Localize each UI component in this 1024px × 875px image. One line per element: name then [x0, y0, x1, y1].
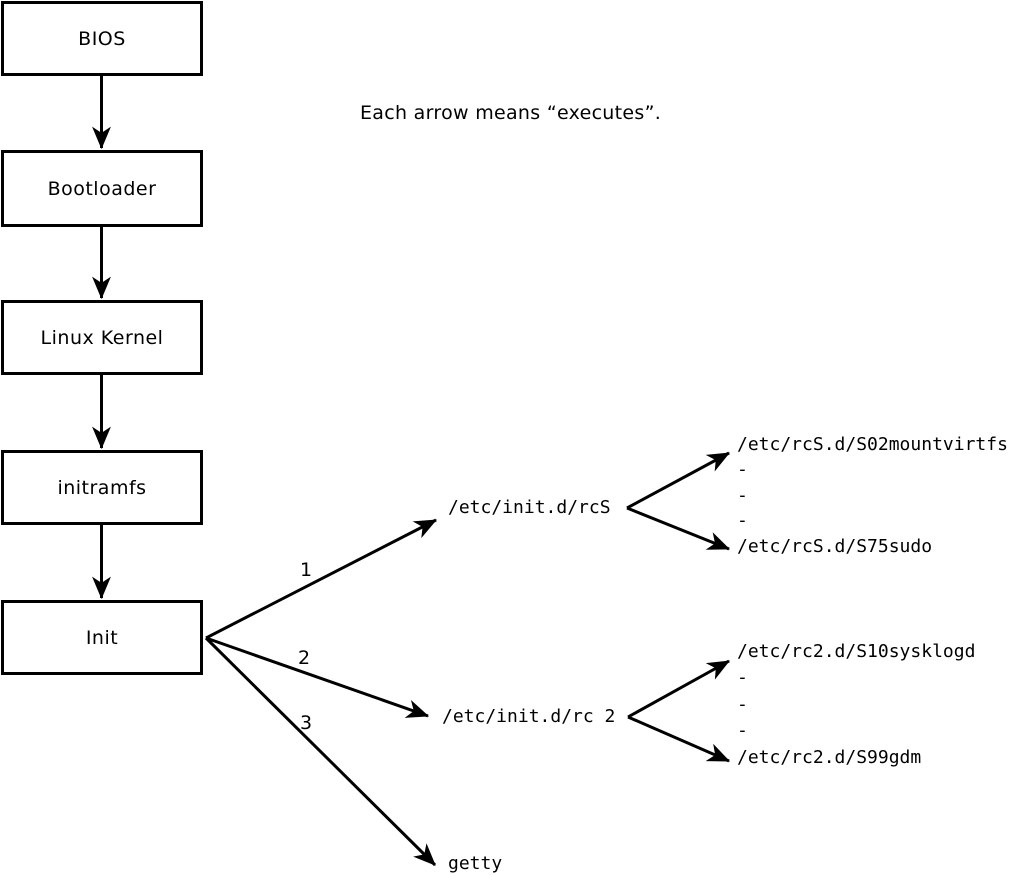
rcs-ellipsis-dash: - [737, 459, 748, 480]
label-rc2-s99gdm: /etc/rc2.d/S99gdm [737, 747, 922, 768]
node-bios-label: BIOS [78, 27, 126, 50]
node-init: Init [1, 600, 203, 675]
branch-label-3: 3 [299, 712, 313, 734]
arrow-rc2-to-s99gdm [627, 715, 731, 763]
rcs-ellipsis-dash: - [737, 485, 748, 506]
rc2-ellipsis-dash: - [737, 694, 748, 715]
node-initramfs-label: initramfs [57, 476, 147, 499]
label-rcs-s02mountvirtfs: /etc/rcS.d/S02mountvirtfs [737, 434, 1008, 455]
label-etc-init-d-rc2: /etc/init.d/rc 2 [442, 706, 616, 727]
rcs-ellipsis-dash: - [737, 510, 748, 531]
branch-label-1: 1 [299, 559, 313, 581]
rc2-ellipsis-dash: - [737, 667, 748, 688]
arrow-rc2-to-s10sysklogd [627, 659, 730, 719]
node-initramfs: initramfs [1, 450, 203, 525]
label-getty: getty [448, 853, 503, 874]
diagram-caption: Each arrow means “executes”. [360, 102, 662, 124]
label-etc-init-d-rcs: /etc/init.d/rcS [448, 497, 611, 518]
arrow-init-to-getty [204, 636, 437, 867]
node-linux-kernel: Linux Kernel [1, 300, 203, 375]
arrow-rcs-to-s02mountvirtfs [626, 451, 730, 510]
node-init-label: Init [85, 626, 119, 649]
branch-label-2: 2 [297, 647, 311, 669]
rc2-ellipsis-dash: - [737, 720, 748, 741]
node-bios: BIOS [1, 1, 203, 76]
arrow-rcs-to-s75sudo [626, 506, 731, 551]
node-linux-kernel-label: Linux Kernel [40, 326, 164, 349]
node-bootloader: Bootloader [1, 150, 203, 227]
arrow-init-to-rcs [205, 518, 438, 640]
arrow-init-to-rc2 [205, 636, 430, 718]
label-rcs-s75sudo: /etc/rcS.d/S75sudo [737, 536, 933, 557]
label-rc2-s10sysklogd: /etc/rc2.d/S10sysklogd [737, 641, 976, 662]
node-bootloader-label: Bootloader [47, 177, 157, 200]
